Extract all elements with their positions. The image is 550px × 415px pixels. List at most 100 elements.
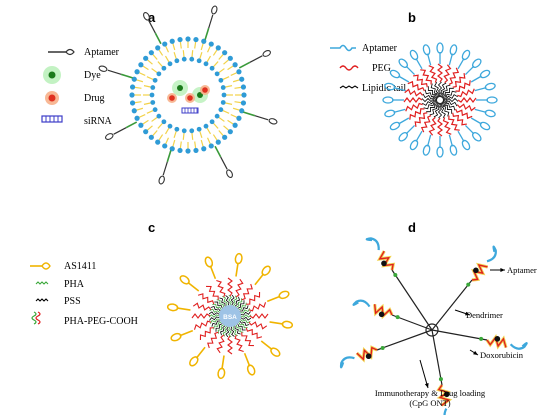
pha-pss-chain <box>220 325 226 336</box>
lipid-head-inner <box>150 85 156 90</box>
pha-pss-chain <box>228 326 232 338</box>
lipid-head-inner <box>203 61 209 67</box>
aptamer-stem <box>208 14 214 29</box>
pha-pss-chain <box>228 294 232 306</box>
lipid-head-inner <box>218 77 224 83</box>
peg-legend-icon <box>339 65 359 71</box>
pha-peg-cooh-chain <box>234 334 244 353</box>
aptamer-stem-b <box>470 117 482 125</box>
doxorubicin-dot <box>443 391 450 398</box>
pss-legend-icon <box>35 298 49 302</box>
lipid-head-outer <box>239 76 245 82</box>
pha-peg-cooh-chain <box>199 327 214 340</box>
aptamer-loop-b <box>384 82 396 91</box>
aptamer-loop-b <box>389 69 401 79</box>
as1411-loop <box>270 347 281 357</box>
lipid-head-inner <box>152 77 158 83</box>
lipidic-tail <box>440 82 447 98</box>
lipid-head-inner <box>156 113 162 119</box>
legend-as1411-c: AS1411 <box>64 261 96 272</box>
legend-aptamer-a: Aptamer <box>84 47 120 58</box>
legend-pha-c: PHA <box>64 279 85 290</box>
legend-lipidic-tail-b: Lipidic tail <box>362 83 406 94</box>
pha-pss-chain <box>240 314 252 318</box>
lipid-head-outer <box>155 139 161 145</box>
legend-aptamer-b: Aptamer <box>362 43 398 54</box>
lipid-head-outer <box>177 36 183 43</box>
lipid-head-outer <box>129 100 136 106</box>
lipid-head-outer <box>177 147 183 154</box>
panel-b: Aptamer PEG Lipidic tail <box>330 42 498 158</box>
lipidic-tail <box>434 82 441 98</box>
as1411-loop <box>179 275 190 285</box>
lipidic-tail <box>437 102 443 119</box>
annotation-immunotherapy-d: Immunotherapy & Drug loading <box>375 388 486 398</box>
pha-pss-chain <box>237 323 246 331</box>
lipidic-tail <box>421 97 438 103</box>
aptamer-d <box>339 356 355 369</box>
peg-chain <box>455 108 473 120</box>
aptamer-loop-b <box>471 58 482 69</box>
peg-chain <box>420 69 432 85</box>
lipid-head-outer <box>208 143 214 149</box>
lipid-head-inner <box>214 71 220 77</box>
pha-peg-cooh-chain <box>249 313 269 319</box>
pha-pss-chain <box>233 295 238 306</box>
pha-pss-chain <box>239 320 250 326</box>
lipid-head-outer <box>143 55 149 61</box>
pha-pss-chain <box>217 324 224 334</box>
aptamer-stem <box>220 156 228 170</box>
lipid-head-outer <box>241 92 247 98</box>
drug-core <box>202 87 208 93</box>
lipid-head-outer <box>169 146 175 152</box>
aptamer-stem-b <box>474 108 487 114</box>
legend-pss-c: PSS <box>64 296 81 307</box>
aptamer-stem-b <box>470 75 482 83</box>
aptamer-loop-b <box>449 44 458 56</box>
liposome-a <box>98 5 278 185</box>
lipid-head-outer <box>134 115 140 121</box>
lipid-head-outer <box>148 134 154 140</box>
as1411-stem <box>221 355 225 370</box>
aptamer-loop-b <box>436 146 444 158</box>
pha-pss-chain <box>230 326 235 337</box>
peg-chain <box>455 80 471 92</box>
drug-core <box>187 95 193 101</box>
lipid-head-inner <box>189 128 195 134</box>
pha-pss-chain <box>212 303 222 310</box>
annotation-cpg-ont-d: (CpG ONT) <box>409 398 450 408</box>
dye-legend-icon <box>43 66 61 84</box>
pha-pss-chain <box>209 316 220 321</box>
aptamer-stem-b <box>398 117 410 125</box>
bsa-core-label: BSA <box>223 314 237 321</box>
lipidic-tail <box>442 97 459 103</box>
as1411-stem <box>269 321 284 325</box>
sirna-legend-icon <box>41 115 63 123</box>
lipid-head-outer <box>236 115 242 121</box>
aptamer-linker <box>214 145 222 158</box>
pha-peg-cooh-chain <box>216 334 225 354</box>
lipid-head-outer <box>240 100 247 106</box>
lipid-head-inner <box>167 61 173 67</box>
aptamer-d <box>509 342 528 350</box>
arrow-head <box>465 311 470 316</box>
pha-pss-chain <box>209 308 220 313</box>
aptamer-legend-icon <box>330 44 356 52</box>
lipid-head-outer <box>240 84 247 90</box>
annotation-aptamer-d: Aptamer <box>507 265 537 275</box>
aptamer-stem <box>249 55 263 63</box>
as1411-loop <box>217 367 226 380</box>
pha-pss-chain <box>230 294 235 306</box>
lipid-head-outer <box>193 147 199 154</box>
aptamer-loop-b <box>398 58 409 69</box>
peg-chain <box>403 97 423 103</box>
as1411-loop <box>189 356 199 367</box>
lipidic-tail <box>422 99 438 106</box>
pha-pss-chain <box>215 323 223 332</box>
peg-chain <box>448 67 460 85</box>
lipidic-tail <box>427 86 439 99</box>
lipidic-tail <box>422 93 438 100</box>
aptamer-stem-b <box>457 130 465 142</box>
doxorubicin-dot <box>381 260 387 267</box>
